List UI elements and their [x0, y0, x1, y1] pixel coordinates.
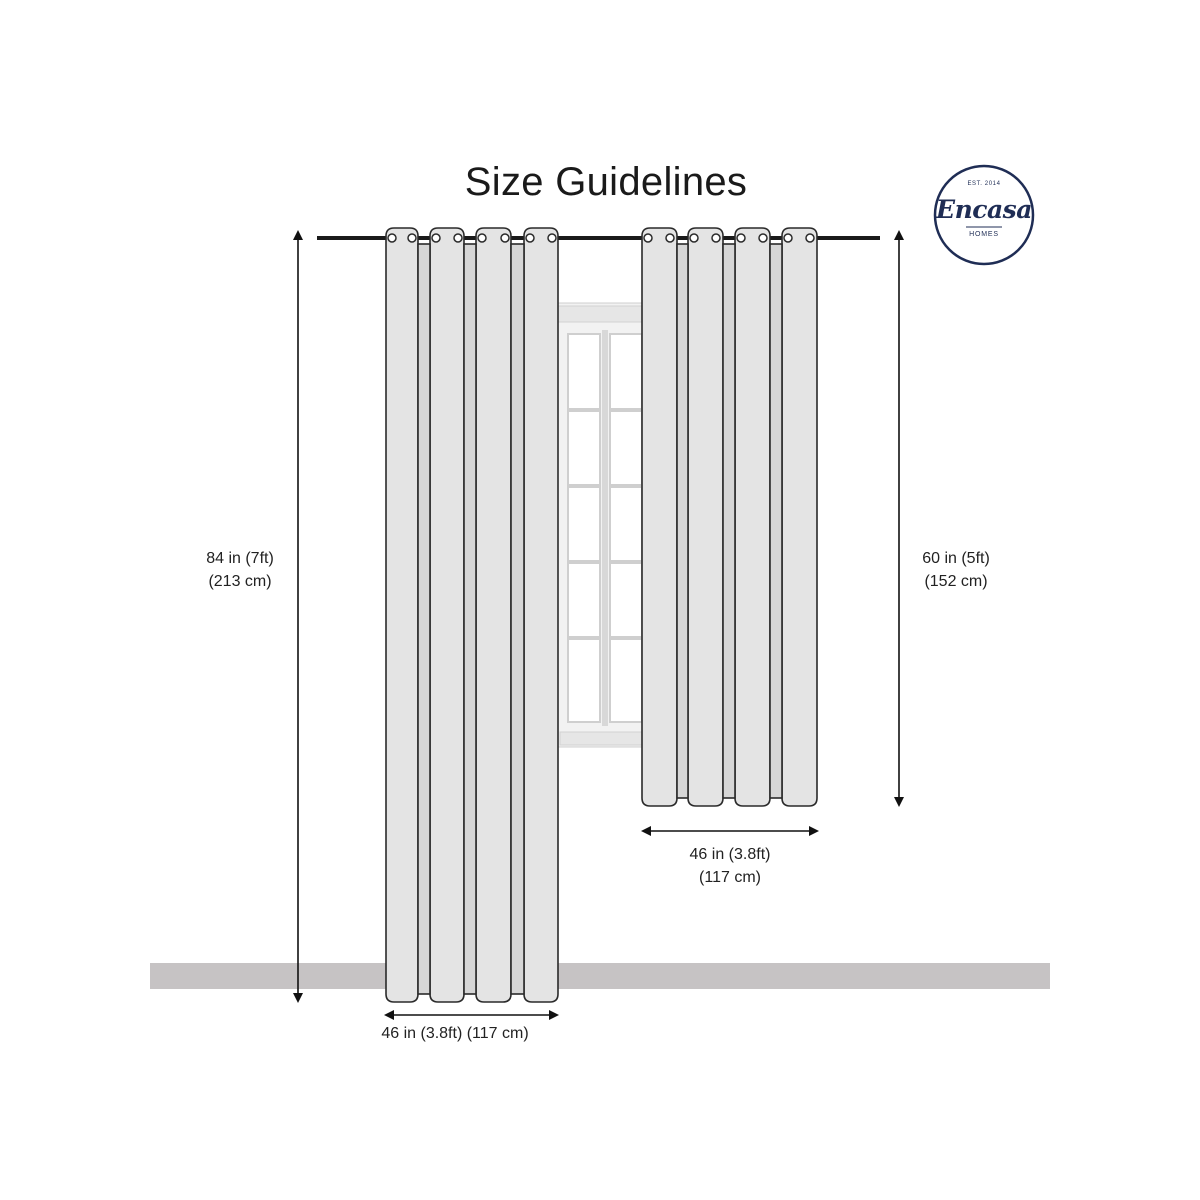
brand-logo: EST. 2014 Encasa HOMES [932, 163, 1036, 267]
logo-ring-icon [933, 164, 1035, 266]
long-height-line2: (213 cm) [208, 573, 272, 590]
short-height-line1: 60 in (5ft) [922, 550, 990, 567]
short-width-label: 46 in (3.8ft) (117 cm) [640, 843, 820, 889]
window [555, 302, 647, 748]
short-curtain [641, 227, 818, 807]
short-height-label: 60 in (5ft) (152 cm) [896, 547, 1016, 593]
short-curtain-grommets [643, 233, 815, 243]
long-curtain [385, 227, 559, 1003]
short-width-line2: (117 cm) [699, 869, 761, 886]
long-height-label: 84 in (7ft) (213 cm) [180, 547, 300, 593]
short-width-line1: 46 in (3.8ft) [689, 846, 771, 863]
logo-est: EST. 2014 [967, 181, 1001, 187]
long-height-line1: 84 in (7ft) [206, 550, 274, 567]
long-width-line1: 46 in (3.8ft) (117 cm) [381, 1025, 529, 1042]
logo-wordmark: Encasa [936, 195, 1032, 224]
logo-subtitle: HOMES [969, 231, 999, 238]
long-curtain-grommets [387, 233, 557, 243]
long-width-label: 46 in (3.8ft) (117 cm) [330, 1022, 580, 1045]
page-title: Size Guidelines [464, 160, 748, 204]
floor [150, 963, 1050, 989]
short-height-line2: (152 cm) [924, 573, 988, 590]
